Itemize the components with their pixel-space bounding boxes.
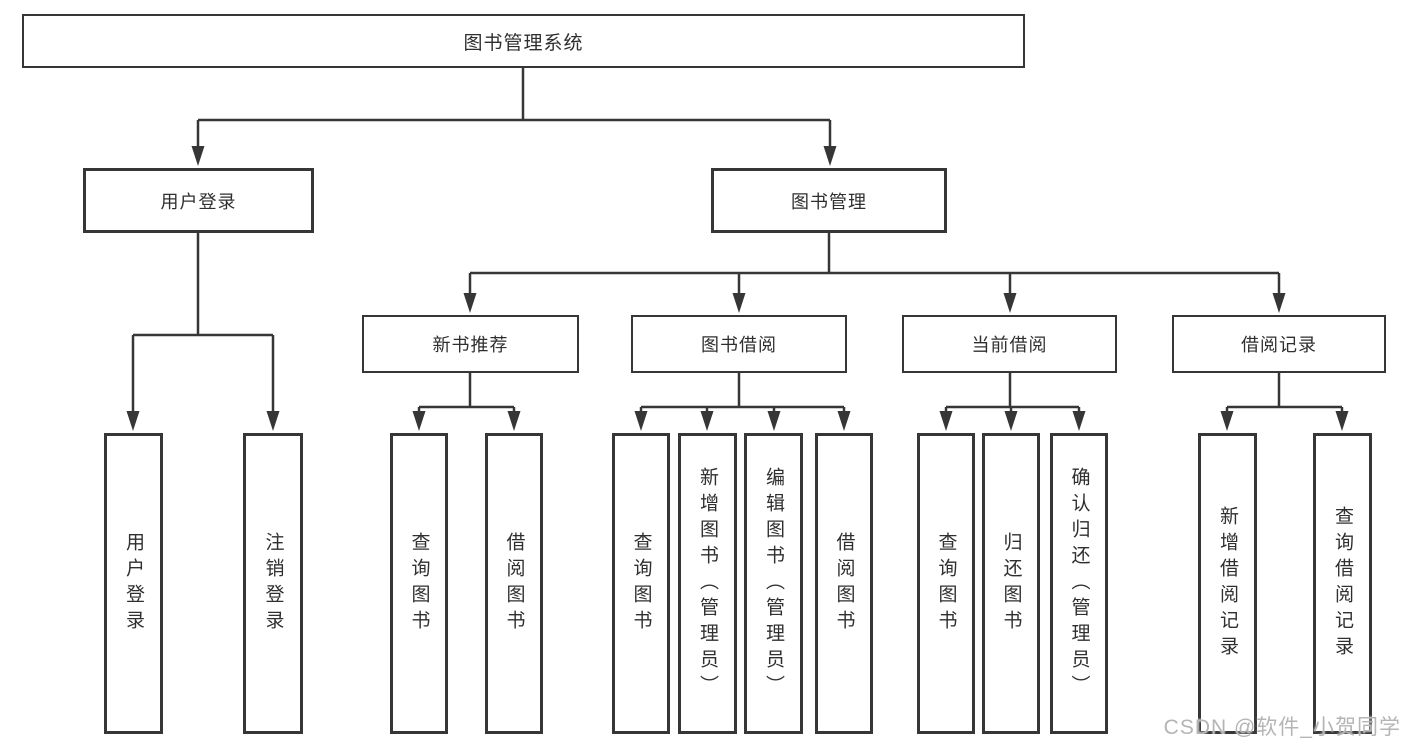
leaf-label: 确认归还（管理员） bbox=[1068, 466, 1090, 701]
leaf-label: 新增借阅记录 bbox=[1217, 505, 1238, 662]
leaf-label: 查询图书 bbox=[935, 531, 957, 636]
leaf-query-borrow-record: 查询借阅记录 bbox=[1313, 433, 1372, 734]
node-book-borrowing: 图书借阅 bbox=[631, 315, 847, 373]
csdn-watermark: CSDN @软件_小贺同学 bbox=[1163, 716, 1401, 739]
leaf-label: 查询图书 bbox=[408, 531, 430, 636]
leaf-query-books-recommend: 查询图书 bbox=[390, 433, 448, 734]
leaf-label: 借阅图书 bbox=[833, 531, 855, 636]
leaf-query-books-borrow: 查询图书 bbox=[612, 433, 670, 734]
leaf-query-books-current: 查询图书 bbox=[917, 433, 975, 734]
leaf-label: 新增图书（管理员） bbox=[697, 466, 718, 701]
leaf-confirm-return-admin: 确认归还（管理员） bbox=[1050, 433, 1108, 734]
node-book-management: 图书管理 bbox=[711, 168, 947, 233]
node-new-book-recommend: 新书推荐 bbox=[362, 315, 579, 373]
leaf-label: 注销登录 bbox=[262, 531, 284, 636]
leaf-label: 查询图书 bbox=[630, 531, 652, 636]
node-borrow-records: 借阅记录 bbox=[1172, 315, 1386, 373]
leaf-label: 查询借阅记录 bbox=[1332, 505, 1353, 662]
leaf-edit-book-admin: 编辑图书（管理员） bbox=[744, 433, 803, 734]
arrowhead-icons bbox=[126, 146, 1349, 431]
leaf-add-borrow-record: 新增借阅记录 bbox=[1198, 433, 1257, 734]
leaf-label: 借阅图书 bbox=[503, 531, 525, 636]
leaf-user-login: 用户登录 bbox=[104, 433, 163, 734]
leaf-return-book: 归还图书 bbox=[982, 433, 1040, 734]
leaf-logout-login: 注销登录 bbox=[243, 433, 303, 734]
node-user-login: 用户登录 bbox=[83, 168, 314, 233]
leaf-add-book-admin: 新增图书（管理员） bbox=[678, 433, 737, 734]
leaf-label: 归还图书 bbox=[1000, 531, 1022, 636]
leaf-label: 用户登录 bbox=[123, 531, 144, 636]
node-current-borrowing: 当前借阅 bbox=[902, 315, 1117, 373]
leaf-borrow-books-recommend: 借阅图书 bbox=[485, 433, 543, 734]
leaf-label: 编辑图书（管理员） bbox=[763, 466, 784, 701]
leaf-borrow-books: 借阅图书 bbox=[815, 433, 873, 734]
node-library-management-system: 图书管理系统 bbox=[22, 14, 1025, 68]
